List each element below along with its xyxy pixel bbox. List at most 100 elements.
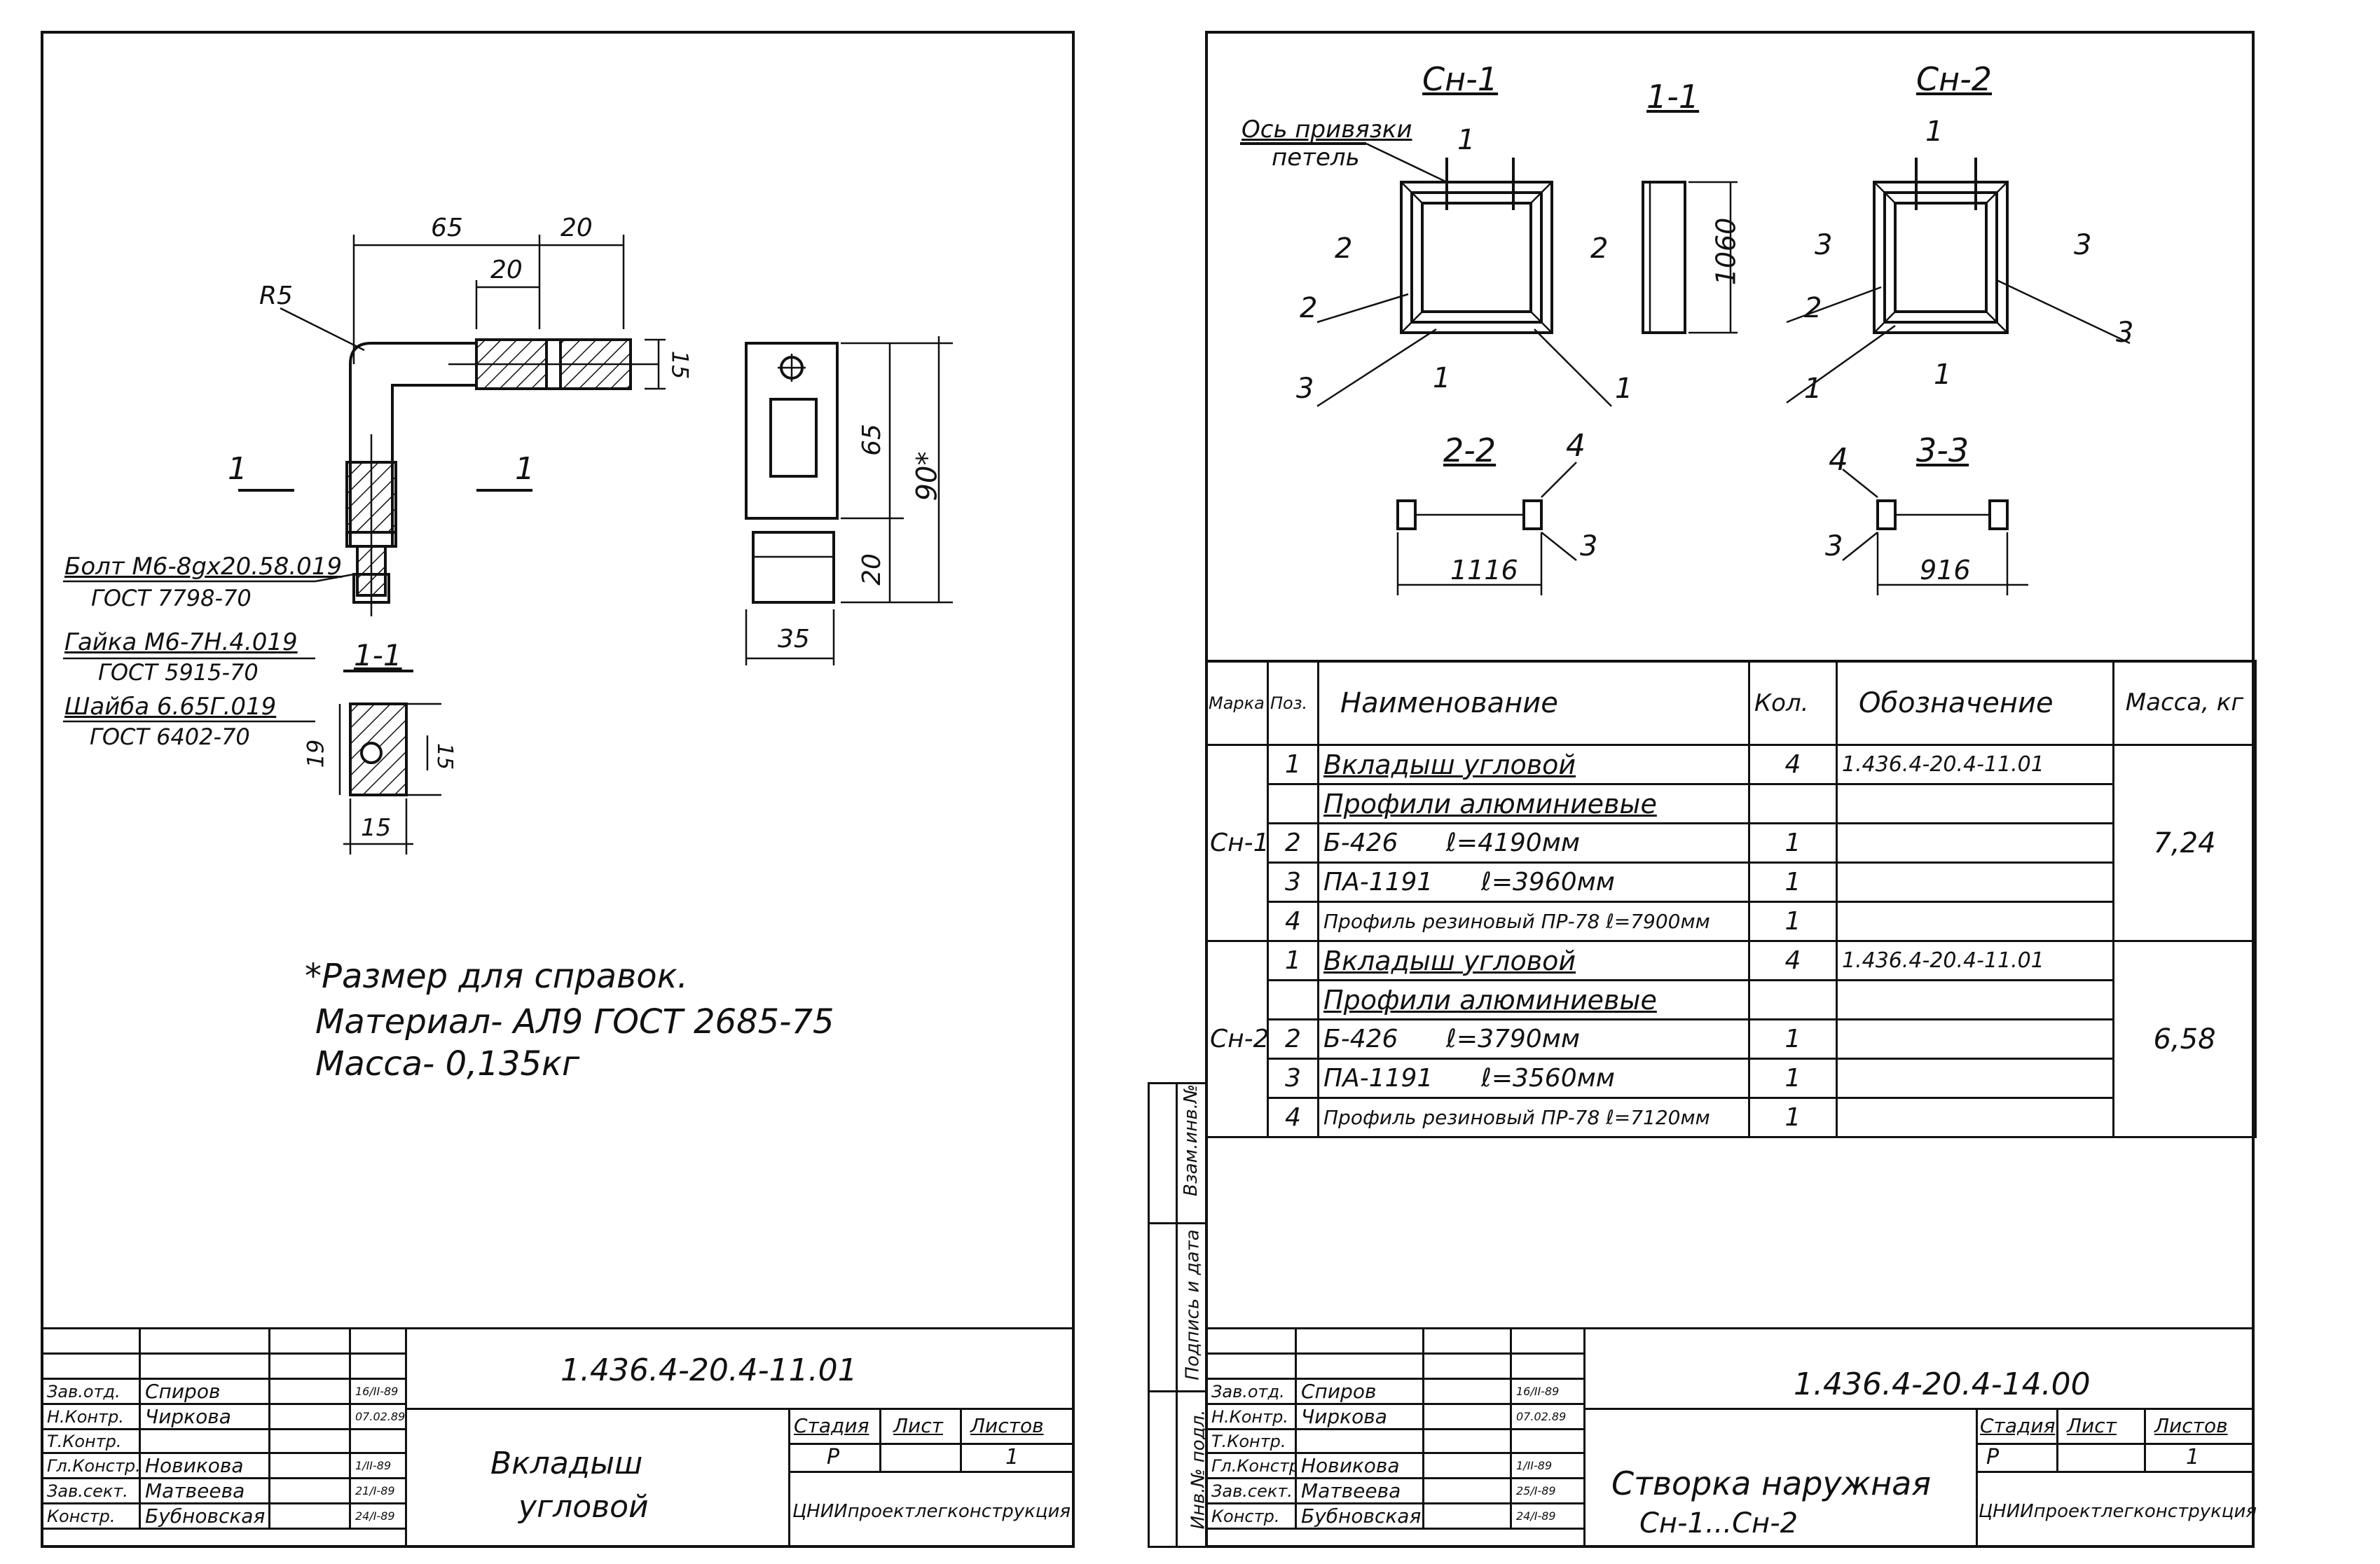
stamp-divider: [1976, 1471, 2255, 1473]
stamp-stage-value: Р: [1986, 1445, 2000, 1469]
stamp-role: Т.Контр.: [1205, 1428, 1297, 1454]
spec-name: Вкладыш угловой: [1317, 940, 1750, 981]
section-title-2-2: 2-2: [1443, 431, 1497, 469]
stamp-main-left: [405, 1327, 1075, 1548]
spec-pos: 3: [1267, 1058, 1319, 1099]
spec-name: ПА-1191 ℓ=3560мм: [1317, 1058, 1750, 1099]
spec-pos: 1: [1267, 940, 1319, 981]
stamp-date: 16/II-89: [349, 1378, 407, 1405]
stamp-name: Чиркова: [139, 1403, 270, 1430]
stamp-role: Зав.отд.: [41, 1378, 141, 1405]
callout-sn1-2: 2: [1300, 292, 1318, 324]
section-title-1-1: 1-1: [354, 638, 402, 672]
spec-name: Профили алюминиевые: [1317, 783, 1750, 824]
dim-15-section-right: 15: [432, 742, 458, 770]
stamp-role: Зав.отд.: [1205, 1378, 1297, 1405]
spec-code: [1836, 1058, 2114, 1099]
callout-sn1-1: 1: [1615, 373, 1633, 405]
stamp-date: [1510, 1428, 1585, 1454]
stamp-name: Бубновская: [1295, 1502, 1424, 1530]
spec-pos: 2: [1267, 822, 1319, 864]
stamp-name: Бубновская: [139, 1502, 270, 1530]
stamp-divider: [788, 1443, 1075, 1445]
stamp-stage-label: Стадия: [1980, 1414, 2056, 1437]
callout-sn2-2: 2: [1804, 292, 1822, 324]
callout-sn2-1: 1: [1804, 373, 1822, 405]
spec-qty: [1748, 979, 1838, 1020]
stamp-name: Спиров: [139, 1378, 270, 1405]
stamp-name: Чиркова: [1295, 1403, 1424, 1430]
dim-1060: 1060: [1710, 217, 1742, 286]
note-mass: Масса- 0,135кг: [315, 1044, 580, 1084]
mark-sn1-right: 2: [1590, 233, 1609, 265]
spec-code: [1836, 979, 2114, 1020]
stamp-sheet-label: Лист: [893, 1414, 943, 1437]
stamp-name: Новикова: [139, 1452, 270, 1479]
stamp-sheet-label: Лист: [2067, 1414, 2117, 1437]
spec-pos: 3: [1267, 861, 1319, 903]
stamp-role: Констр.: [1205, 1502, 1297, 1530]
dim-20-top: 20: [560, 214, 593, 242]
stamp-divider: [1976, 1408, 1978, 1548]
stamp-title-line2: Сн-1...Сн-2: [1639, 1507, 1798, 1539]
stamp-name: [1295, 1428, 1424, 1454]
corner-insert-drawing: [63, 235, 953, 854]
dim-35: 35: [778, 625, 810, 653]
spec-code: [1836, 783, 2114, 824]
stamp-title-line1: Вкладыш: [490, 1446, 643, 1481]
spec-name: Б-426 ℓ=3790мм: [1317, 1018, 1750, 1060]
view-title-sn1: Сн-1: [1422, 60, 1499, 98]
spec-name: Профиль резиновый ПР-78 ℓ=7120мм: [1317, 1097, 1750, 1138]
stamp-doc-code: 1.436.4-20.4-14.00: [1794, 1366, 2091, 1402]
mark-sn2-right: 3: [2074, 229, 2092, 261]
note-material: Материал- АЛ9 ГОСТ 2685-75: [315, 1002, 834, 1041]
specification-table: Марка Поз. Наименование Кол. Обозначение…: [1205, 660, 2257, 1138]
spec-code: [1836, 901, 2114, 942]
stamp-role: Н.Контр.: [1205, 1403, 1297, 1430]
stamp-name: Спиров: [1295, 1378, 1424, 1405]
spec-qty: [1748, 783, 1838, 824]
stamp-main-right: [1583, 1327, 2255, 1548]
side-strip-divider: [1148, 1222, 1205, 1224]
side-strip-divider: [1148, 1390, 1205, 1392]
mark-sn1-bottom: 1: [1433, 362, 1451, 394]
stamp-date: 25/I-89: [1510, 1477, 1585, 1504]
spec-qty: 1: [1748, 861, 1838, 903]
spec-pos: [1267, 979, 1319, 1020]
spec-mark-sn1: Сн-1: [1205, 744, 1269, 942]
mark-sn1-top: 1: [1457, 124, 1476, 156]
stamp-organization: ЦНИИпроектлегконструкция: [792, 1501, 1071, 1522]
spec-qty: 1: [1748, 1097, 1838, 1138]
callout-sn1-3: 3: [1296, 373, 1314, 405]
spec-mass-sn1: 7,24: [2112, 744, 2257, 942]
stamp-divider: [1583, 1408, 2255, 1410]
stamp-role: Зав.сект.: [1205, 1477, 1297, 1504]
spec-pos: 2: [1267, 1018, 1319, 1060]
stamp-role: Т.Контр.: [41, 1428, 141, 1454]
stamp-name: Матвеева: [1295, 1477, 1424, 1504]
stamp-divider: [2056, 1408, 2058, 1471]
stamp-name: Новикова: [1295, 1452, 1424, 1479]
axis-label-line2: петель: [1272, 144, 1360, 172]
spec-code: [1836, 861, 2114, 903]
stamp-date: 24/I-89: [1510, 1502, 1585, 1530]
spec-pos: 4: [1267, 1097, 1319, 1138]
spec-name: Б-426 ℓ=4190мм: [1317, 822, 1750, 864]
spec-qty: 1: [1748, 901, 1838, 942]
callout-22-3: 3: [1580, 530, 1598, 562]
callout-sn2-3: 3: [2116, 317, 2134, 349]
stamp-sheets-value: 1: [2186, 1445, 2200, 1469]
stamp-divider: [879, 1408, 881, 1471]
stamp-date: [349, 1428, 407, 1454]
spec-header-code: Обозначение: [1836, 660, 2114, 746]
stamp-sheets-value: 1: [1005, 1445, 1019, 1469]
view-title-1-1: 1-1: [1646, 78, 1700, 116]
dim-916: 916: [1920, 555, 1971, 586]
mark-sn2-top: 1: [1925, 116, 1944, 148]
stamp-divider: [405, 1408, 1075, 1410]
stamp-name: Матвеева: [139, 1477, 270, 1504]
section-title-3-3: 3-3: [1916, 431, 1969, 469]
spec-mark-sn2: Сн-2: [1205, 940, 1269, 1138]
